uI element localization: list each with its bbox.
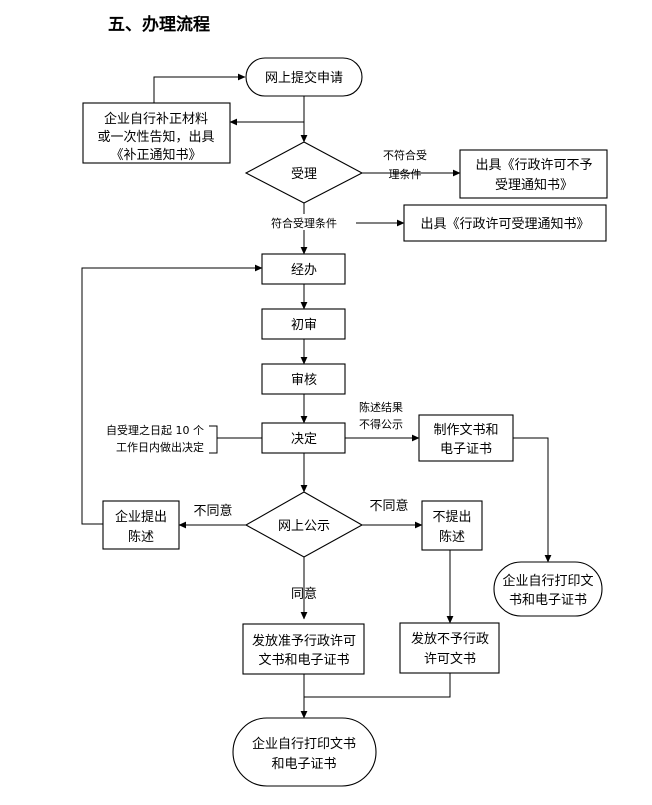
statement-result-line2: 不得公示	[359, 418, 403, 431]
decision-node	[261, 422, 346, 454]
no-statement-line1: 不提出	[432, 509, 471, 525]
deadline-line1: 自受理之日起 10 个	[106, 423, 204, 437]
decision-label: 决定	[291, 432, 317, 447]
reject-notice-line2: 受理通知书》	[495, 177, 573, 193]
grant-line1: 发放准予行政许可	[252, 633, 356, 649]
deadline-line2: 工作日内做出决定	[116, 440, 204, 454]
print-bottom-line2: 和电子证书	[271, 757, 336, 772]
supplement-label-line1: 企业自行补正材料	[104, 111, 208, 127]
accept-node	[244, 141, 364, 204]
deny-line1: 发放不予行政	[411, 631, 489, 647]
review-node	[261, 363, 346, 395]
ent-statement-node	[102, 500, 180, 550]
ent-statement-line2: 陈述	[128, 529, 154, 545]
reject-notice-node	[459, 149, 608, 199]
print-right-line1: 企业自行打印文	[502, 573, 593, 589]
handle-label: 经办	[291, 263, 317, 278]
grant-line2: 文书和电子证书	[258, 653, 349, 668]
print-right-node	[493, 561, 603, 617]
not-accept-cond-line1: 不符合受	[383, 148, 427, 162]
statement-result-line1: 陈述结果	[359, 400, 403, 414]
reject-notice-line1: 出具《行政许可不予	[475, 158, 592, 173]
supplement-node	[82, 102, 231, 164]
accept-notice-label: 出具《行政许可受理通知书》	[420, 216, 589, 232]
supplement-label-line2: 或一次性告知，出具	[97, 129, 214, 145]
accept-cond-label: 符合受理条件	[271, 216, 337, 230]
arrow-make-docs-to-print	[513, 437, 552, 563]
submit-label: 网上提交申请	[265, 70, 343, 86]
make-docs-node	[418, 414, 514, 462]
first-review-node	[261, 308, 346, 340]
deny-line2: 许可文书	[424, 652, 476, 667]
handle-node	[261, 253, 346, 285]
disagree-left-label: 不同意	[193, 503, 232, 519]
supplement-label-line3: 《补正通知书》	[110, 147, 201, 163]
agree-label: 同意	[291, 586, 317, 602]
line-deny-to-merge	[304, 673, 451, 698]
review-label: 审核	[291, 373, 317, 388]
print-right-line2: 书和电子证书	[509, 593, 587, 608]
arrow-supplement-to-submit	[153, 73, 246, 103]
first-review-label: 初审	[291, 318, 317, 333]
no-statement-line2: 陈述	[439, 529, 465, 545]
publicity-node	[244, 491, 364, 558]
accept-label: 受理	[291, 167, 317, 182]
print-bottom-line1: 企业自行打印文书	[252, 736, 356, 752]
no-statement-node	[421, 500, 483, 551]
arrow-ent-statement-to-handle	[81, 264, 263, 525]
accept-notice-node	[403, 204, 607, 242]
print-bottom-node	[232, 717, 377, 787]
disagree-right-label: 不同意	[369, 498, 408, 514]
make-docs-line1: 制作文书和	[433, 423, 498, 438]
deny-node	[399, 622, 500, 674]
grant-node	[242, 623, 365, 675]
publicity-label: 网上公示	[278, 519, 330, 534]
submit-node	[245, 57, 363, 97]
not-accept-cond-line2: 理条件	[389, 167, 422, 181]
make-docs-line2: 电子证书	[440, 442, 492, 457]
page-title: 五、办理流程	[108, 15, 210, 35]
ent-statement-line1: 企业提出	[115, 509, 167, 525]
deadline-bracket	[209, 425, 218, 454]
